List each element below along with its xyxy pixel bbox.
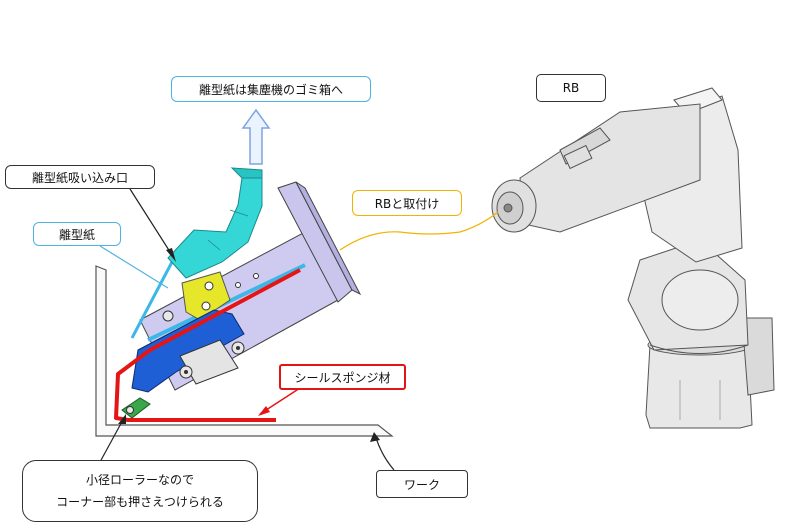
release-paper-feed-line	[130, 261, 174, 339]
callout-robot: RB	[536, 74, 606, 102]
callout-robot-mount: RBと取付け	[352, 190, 462, 216]
leader-workpiece	[375, 437, 395, 471]
callout-small-roller: 小径ローラーなので コーナー部も押さえつけられる	[22, 460, 258, 522]
callout-suction-inlet: 離型紙吸い込み口	[5, 165, 155, 189]
seal-sponge	[114, 268, 301, 422]
leader-suction-inlet	[129, 188, 173, 256]
leader-lines	[99, 188, 499, 471]
small-roller	[121, 397, 151, 419]
callout-robot-mount-text: RBと取付け	[374, 196, 440, 211]
callout-workpiece-text: ワーク	[403, 477, 440, 492]
callout-release-paper-to-bin-text: 離型紙は集塵機のゴミ箱へ	[198, 82, 343, 97]
robot-base	[645, 344, 753, 429]
callout-seal-sponge: シールスポンジ材	[279, 364, 406, 390]
callout-workpiece: ワーク	[376, 470, 468, 498]
roller-arm	[131, 309, 245, 393]
callout-small-roller-line2: コーナー部も押さえつけられる	[56, 495, 224, 509]
callout-robot-text: RB	[562, 81, 580, 95]
callout-release-paper-text: 離型紙	[58, 227, 95, 242]
callout-release-paper-to-bin: 離型紙は集塵機のゴミ箱へ	[171, 76, 371, 102]
callout-suction-inlet-text: 離型紙吸い込み口	[31, 170, 128, 185]
workpiece-outline	[95, 265, 394, 437]
callout-release-paper: 離型紙	[33, 222, 121, 246]
leader-robot-mount	[339, 211, 499, 251]
callout-seal-sponge-text: シールスポンジ材	[294, 370, 391, 385]
callout-small-roller-line1: 小径ローラーなので	[85, 473, 194, 487]
yellow-bracket	[181, 271, 231, 321]
leader-release-paper	[99, 245, 169, 289]
leader-small-roller	[99, 417, 125, 463]
robot-arm	[491, 87, 775, 429]
robot-wrist-flange	[491, 179, 537, 233]
suction-duct	[167, 167, 263, 279]
exhaust-arrow	[241, 108, 271, 165]
